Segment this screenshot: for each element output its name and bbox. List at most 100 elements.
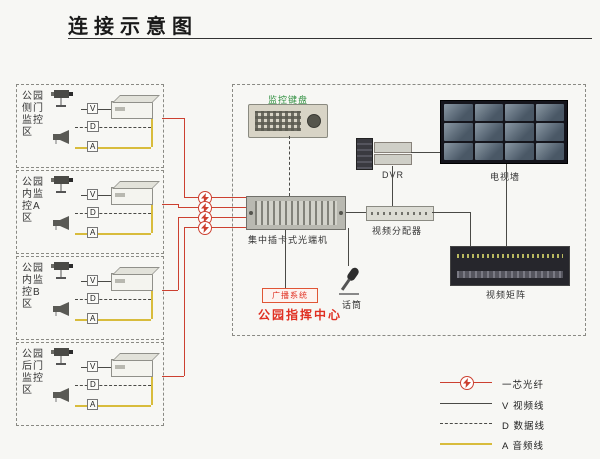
audio-line	[151, 203, 153, 233]
video-line-tag: V	[87, 275, 99, 286]
legend-video-label: V 视频线	[502, 401, 545, 412]
audio-line	[151, 289, 153, 319]
data-line-tag: D	[87, 207, 99, 218]
tv-wall-cell	[474, 142, 503, 160]
fiber-run	[184, 118, 185, 197]
audio-line	[151, 375, 153, 405]
keyboard-joystick	[307, 114, 321, 128]
tv-wall-cell	[505, 142, 534, 160]
zone-side-gate: 公园侧门监控区 V D A	[16, 84, 164, 168]
microphone-icon	[334, 264, 364, 301]
audio-line-tag: A	[87, 227, 99, 238]
fiber-run	[162, 204, 178, 205]
fiber-run	[162, 290, 178, 291]
broadcast-link	[285, 228, 286, 288]
distributor-ports	[371, 212, 429, 215]
tv-wall-cell	[505, 104, 534, 122]
speaker-icon	[51, 301, 73, 322]
data-line-tag: D	[87, 121, 99, 132]
video-line-tag: V	[87, 189, 99, 200]
data-line	[75, 127, 151, 128]
matrix-tvwall-link	[506, 164, 507, 246]
data-line	[75, 385, 151, 386]
zone-label: 公园侧门监控区	[22, 91, 44, 138]
zone-label: 公园内监控A区	[22, 177, 44, 224]
zone-area-b: 公园内监控B区 V D A	[16, 256, 164, 340]
fiber-run	[178, 217, 246, 218]
tv-wall-cell	[444, 142, 473, 160]
title-underline	[68, 38, 592, 39]
zone-back-gate: 公园后门监控区 V D A	[16, 342, 164, 426]
data-line	[75, 299, 151, 300]
tv-wall-cell	[444, 123, 473, 141]
screw	[249, 211, 253, 215]
legend-data-label: D 数据线	[502, 421, 546, 432]
optical-transmitter	[111, 101, 153, 119]
audio-line	[75, 319, 151, 321]
mic-label: 话筒	[342, 300, 363, 310]
video-matrix	[450, 246, 570, 286]
optical-transmitter	[111, 359, 153, 377]
video-link	[344, 212, 366, 213]
legend-fiber-label: 一芯光纤	[502, 380, 545, 391]
cctv-camera-icon	[49, 173, 79, 200]
optical-terminal-rack	[246, 196, 346, 230]
audio-line	[75, 233, 151, 235]
tv-wall-cell	[505, 123, 534, 141]
dvr-tower	[356, 138, 373, 170]
mic-link	[348, 228, 349, 266]
audio-line	[151, 117, 153, 147]
fiber-run	[178, 204, 179, 207]
legend-audio-line	[440, 443, 492, 445]
broadcast-system-box: 广播系统	[262, 288, 318, 303]
distributor-label: 视频分配器	[372, 226, 423, 236]
zone-area-a: 公园内监控A区 V D A	[16, 170, 164, 254]
command-center-title: 公园指挥中心	[258, 308, 343, 322]
speaker-icon	[51, 129, 73, 150]
audio-line	[75, 147, 151, 149]
fiber-run	[184, 227, 185, 376]
distributor-matrix-link	[470, 212, 471, 246]
fiber-run	[178, 207, 246, 208]
screw	[339, 211, 343, 215]
keyboard-label: 监控键盘	[268, 95, 309, 105]
fiber-run	[162, 118, 184, 119]
optical-transmitter	[111, 273, 153, 291]
dvr-label: DVR	[382, 170, 405, 180]
fiber-run	[184, 197, 246, 198]
tv-wall-cell	[474, 123, 503, 141]
fiber-run	[178, 217, 179, 290]
keyboard-data-line	[289, 136, 290, 196]
distributor-matrix-link	[432, 212, 470, 213]
command-center-box	[232, 84, 586, 336]
cctv-camera-icon	[49, 259, 79, 286]
matrix-ports	[457, 271, 563, 278]
legend-data-line	[440, 423, 492, 424]
tv-wall-cell	[444, 104, 473, 122]
dvr-link	[392, 166, 393, 206]
tv-wall-cell	[474, 104, 503, 122]
optical-terminal-slots	[255, 201, 337, 225]
video-distributor	[366, 206, 434, 221]
keyboard-keys	[255, 111, 301, 131]
data-line-tag: D	[87, 293, 99, 304]
audio-line-tag: A	[87, 399, 99, 410]
matrix-label: 视频矩阵	[486, 290, 527, 300]
tv-wall-cell	[535, 123, 564, 141]
speaker-icon	[51, 215, 73, 236]
cctv-camera-icon	[49, 87, 79, 114]
audio-line	[75, 405, 151, 407]
legend-audio-label: A 音频线	[502, 441, 544, 452]
audio-line-tag: A	[87, 141, 99, 152]
control-keyboard	[248, 104, 328, 138]
dvr-unit	[374, 154, 412, 165]
tv-wall	[440, 100, 568, 164]
page-title: 连接示意图	[68, 16, 198, 38]
fiber-run	[162, 376, 184, 377]
optical-terminal-label: 集中插卡式光端机	[248, 235, 329, 245]
tv-wall-cell	[535, 104, 564, 122]
video-line-tag: V	[87, 361, 99, 372]
speaker-icon	[51, 387, 73, 408]
video-line-tag: V	[87, 103, 99, 114]
